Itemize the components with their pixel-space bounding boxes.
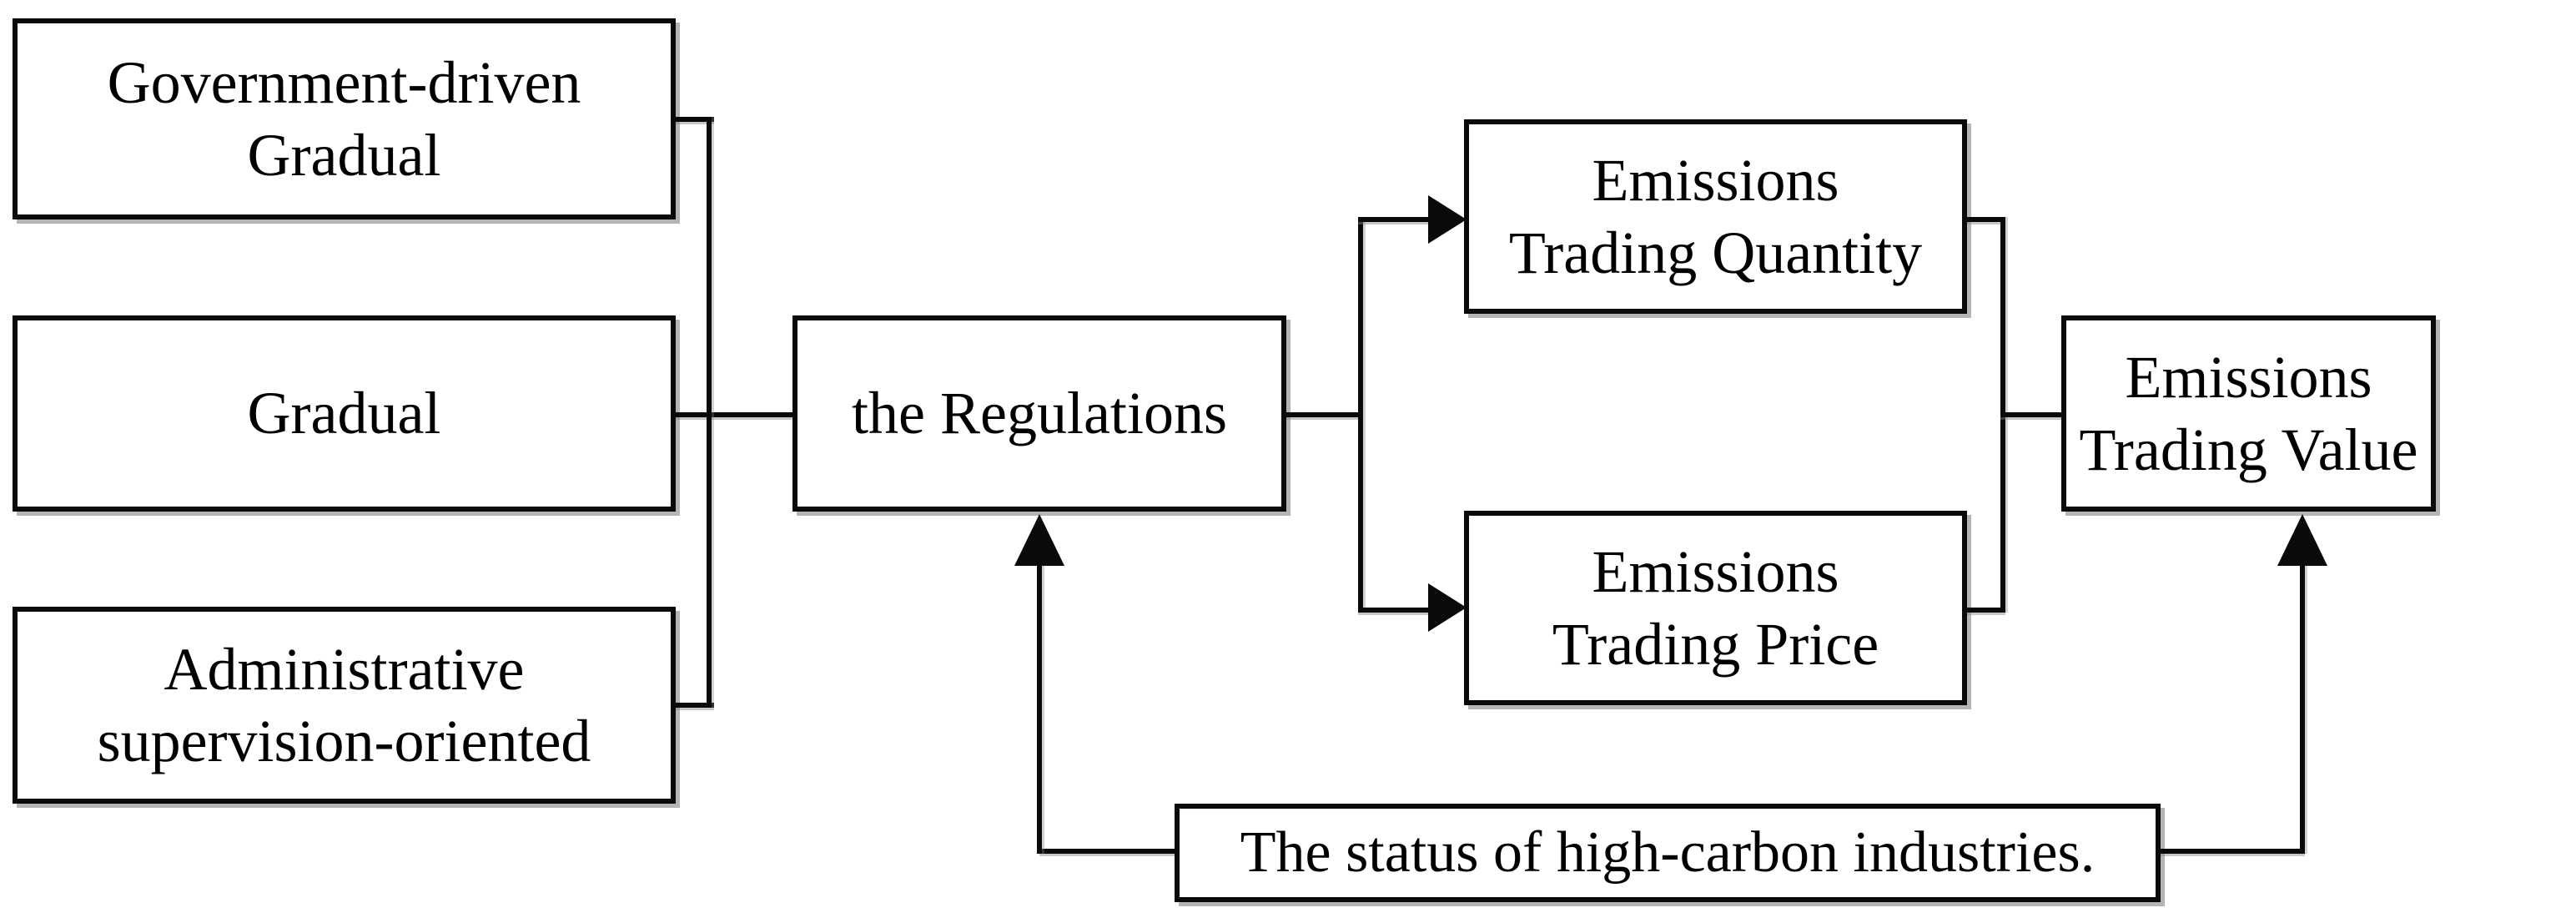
node-label-line: the Regulations bbox=[852, 380, 1227, 447]
node-the-regulations: the Regulations bbox=[792, 315, 1286, 512]
arrow-right-quantity-icon bbox=[1428, 195, 1467, 244]
connector-status-left-riser bbox=[1037, 559, 1042, 854]
arrow-up-regulations-icon bbox=[1014, 514, 1064, 566]
connector-status-right-riser bbox=[2300, 559, 2305, 854]
node-label-line: The status of high-carbon industries. bbox=[1240, 820, 2096, 885]
connector-price-stub bbox=[1967, 608, 2005, 613]
node-label-line: Administrative bbox=[164, 635, 525, 703]
connector-into-value bbox=[2000, 412, 2061, 417]
node-label-line: Gradual bbox=[247, 380, 441, 447]
connector-government-stub bbox=[676, 117, 714, 122]
connector-administrative-stub bbox=[676, 703, 714, 708]
node-label-line: supervision-oriented bbox=[97, 708, 591, 774]
connector-status-right bbox=[2161, 849, 2305, 854]
node-label-line: Trading Price bbox=[1552, 610, 1879, 678]
node-label-line: Government-driven bbox=[107, 49, 581, 117]
node-label-line: Trading Value bbox=[2079, 416, 2418, 483]
node-government-driven-gradual: Government-driven Gradual bbox=[13, 18, 676, 219]
connector-branch-to-quantity bbox=[1358, 217, 1430, 222]
node-label-line: Emissions bbox=[1592, 147, 1839, 214]
arrow-up-value-icon bbox=[2277, 514, 2327, 566]
node-emissions-trading-quantity: Emissions Trading Quantity bbox=[1464, 119, 1967, 314]
connector-branch-vertical bbox=[1358, 217, 1363, 613]
connector-branch-to-price bbox=[1358, 608, 1430, 613]
node-emissions-trading-value: Emissions Trading Value bbox=[2061, 315, 2436, 512]
connector-quantity-stub bbox=[1967, 217, 2005, 222]
connector-left-bracket-vertical bbox=[707, 117, 712, 708]
node-gradual: Gradual bbox=[13, 315, 676, 512]
arrow-right-price-icon bbox=[1428, 583, 1467, 632]
node-label-line: Emissions bbox=[2125, 344, 2372, 411]
connector-gradual-to-regulations bbox=[676, 412, 792, 417]
node-label-line: Gradual bbox=[247, 121, 441, 189]
node-emissions-trading-price: Emissions Trading Price bbox=[1464, 511, 1967, 705]
connector-status-left bbox=[1039, 849, 1175, 854]
node-administrative-supervision-oriented: Administrative supervision-oriented bbox=[13, 607, 676, 804]
node-status-of-high-carbon-industries: The status of high-carbon industries. bbox=[1175, 804, 2161, 902]
node-label-line: Trading Quantity bbox=[1508, 219, 1923, 286]
node-label-line: Emissions bbox=[1592, 538, 1839, 606]
connector-regulations-out bbox=[1286, 412, 1363, 417]
